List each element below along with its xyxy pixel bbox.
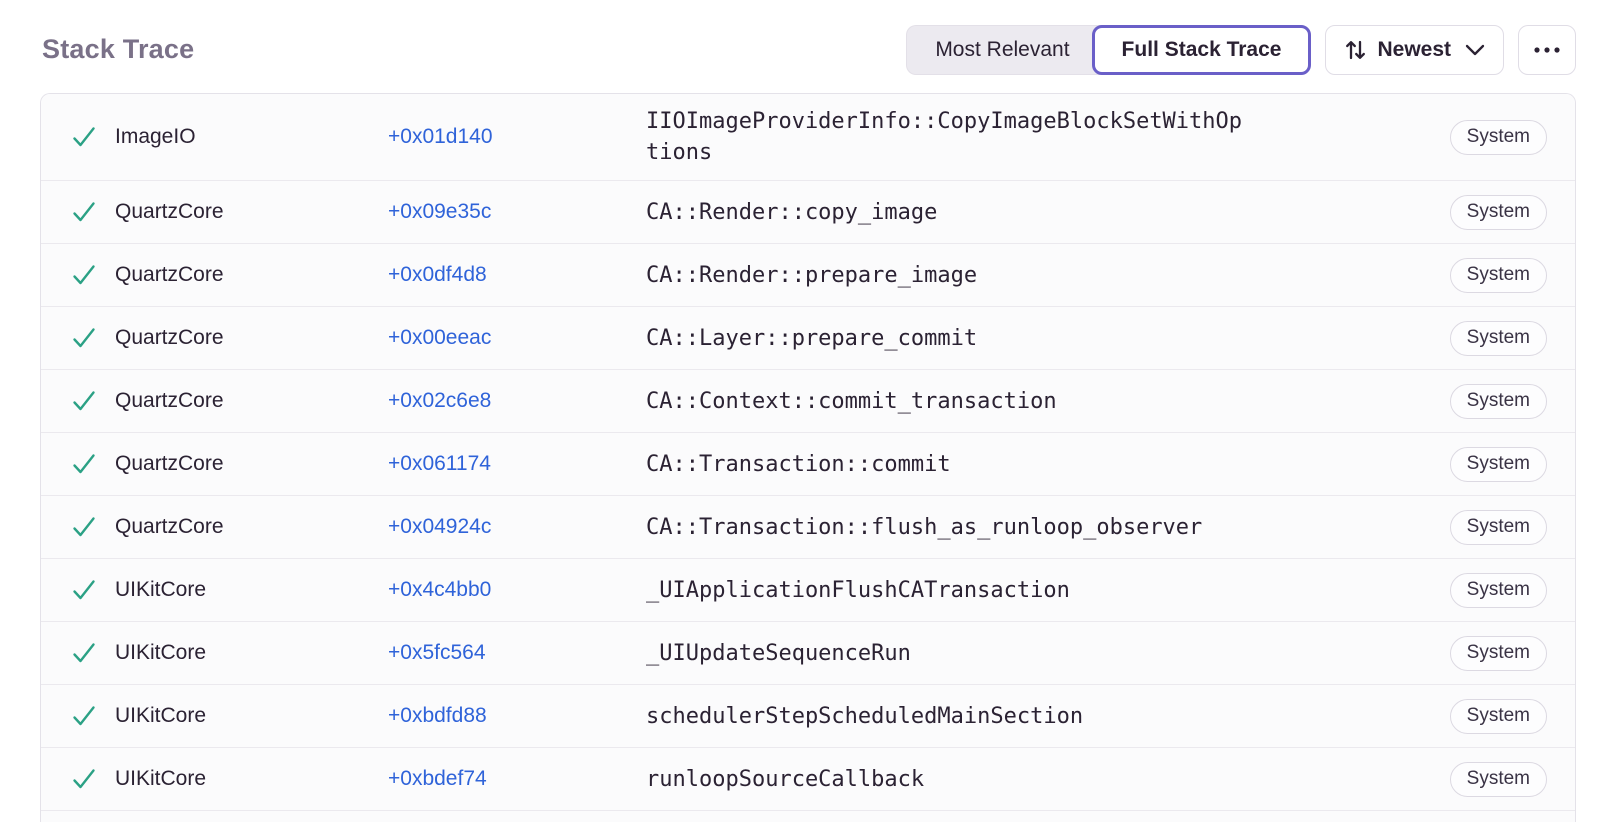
- frame-module: UIKitCore: [115, 767, 207, 790]
- most-relevant-label: Most Relevant: [935, 37, 1070, 61]
- check-icon: [71, 703, 97, 729]
- frame-module: UIKitCore: [115, 704, 207, 727]
- frame-function: IIOImageProviderInfo::CopyImageBlockSetW…: [646, 109, 1243, 165]
- system-badge: System: [1449, 698, 1547, 734]
- sort-label: Newest: [1377, 37, 1451, 61]
- frame-module: QuartzCore: [115, 452, 224, 475]
- stack-frame-row[interactable]: QuartzCore +0x0df4d8 CA::Render::prepare…: [41, 244, 1575, 307]
- check-icon: [71, 124, 97, 150]
- frame-function: CA::Transaction::commit: [646, 451, 951, 477]
- header-controls: Most Relevant Full Stack Trace Newest: [906, 24, 1576, 75]
- frame-module: QuartzCore: [115, 326, 224, 349]
- frame-function: CA::Render::copy_image: [646, 199, 938, 225]
- frame-module: ImageIO: [115, 125, 196, 148]
- frame-address-link[interactable]: +0xbdef74: [388, 767, 487, 790]
- frame-function: _UIApplicationFlushCATransaction: [646, 577, 1070, 603]
- frame-address-link[interactable]: +0x01d140: [388, 125, 493, 148]
- frame-function: schedulerStepScheduledMainSection: [646, 703, 1084, 729]
- check-icon: [71, 766, 97, 792]
- system-badge: System: [1449, 383, 1547, 419]
- stack-trace-list: ImageIO +0x01d140 IIOImageProviderInfo::…: [40, 93, 1576, 822]
- frame-module: UIKitCore: [115, 641, 207, 664]
- full-stack-trace-label: Full Stack Trace: [1121, 37, 1282, 61]
- stack-frame-row[interactable]: UIKitCore +0x5fc564 _UIUpdateSequenceRun…: [41, 622, 1575, 685]
- stack-frame-row[interactable]: QuartzCore +0x00eeac CA::Layer::prepare_…: [41, 307, 1575, 370]
- frame-address-link[interactable]: +0x5fc564: [388, 641, 486, 664]
- check-icon: [71, 388, 97, 414]
- check-icon: [71, 514, 97, 540]
- system-badge: System: [1449, 509, 1547, 545]
- check-icon: [71, 577, 97, 603]
- frame-address-link[interactable]: +0x4c4bb0: [388, 578, 492, 601]
- stack-frame-row[interactable]: UIKitCore +0xbdfd88 schedulerStepSchedul…: [41, 685, 1575, 748]
- frame-module: QuartzCore: [115, 389, 224, 412]
- check-icon: [71, 640, 97, 666]
- ellipsis-icon: [1533, 46, 1561, 54]
- check-icon: [71, 451, 97, 477]
- frame-function: CA::Context::commit_transaction: [646, 388, 1057, 414]
- frame-function: CA::Render::prepare_image: [646, 262, 978, 288]
- stack-frame-row[interactable]: QuartzCore +0x02c6e8 CA::Context::commit…: [41, 370, 1575, 433]
- frame-address-link[interactable]: +0x04924c: [388, 515, 492, 538]
- page-title: Stack Trace: [42, 34, 195, 64]
- system-badge: System: [1449, 761, 1547, 797]
- frame-function: runloopSourceCallback: [646, 766, 925, 792]
- frame-module: QuartzCore: [115, 515, 224, 538]
- stack-frame-row[interactable]: ImageIO +0x01d140 IIOImageProviderInfo::…: [41, 94, 1575, 181]
- frame-address-link[interactable]: +0x00eeac: [388, 326, 492, 349]
- stack-frame-row[interactable]: QuartzCore +0x04924c CA::Transaction::fl…: [41, 496, 1575, 559]
- system-badge: System: [1449, 194, 1547, 230]
- frame-module: QuartzCore: [115, 263, 224, 286]
- system-badge: System: [1449, 119, 1547, 155]
- sort-dropdown-button[interactable]: Newest: [1325, 24, 1504, 75]
- more-options-button[interactable]: [1518, 24, 1576, 75]
- check-icon: [71, 325, 97, 351]
- view-toggle: Most Relevant Full Stack Trace: [906, 24, 1312, 75]
- frame-address-link[interactable]: +0x02c6e8: [388, 389, 492, 412]
- stack-frame-row[interactable]: UIKitCore +0x4c4bb0 _UIApplicationFlushC…: [41, 559, 1575, 622]
- frame-function: CA::Layer::prepare_commit: [646, 325, 978, 351]
- frame-function: CA::Transaction::flush_as_runloop_observ…: [646, 514, 1203, 540]
- chevron-down-icon: [1465, 44, 1485, 56]
- system-badge: System: [1449, 635, 1547, 671]
- system-badge: System: [1449, 572, 1547, 608]
- stack-frame-row[interactable]: QuartzCore +0x061174 CA::Transaction::co…: [41, 433, 1575, 496]
- frame-address-link[interactable]: +0xbdfd88: [388, 704, 487, 727]
- frame-address-link[interactable]: +0x09e35c: [388, 200, 492, 223]
- stack-trace-header: Stack Trace Most Relevant Full Stack Tra…: [0, 0, 1614, 93]
- frame-address-link[interactable]: +0x061174: [388, 452, 491, 475]
- frame-function: _UIUpdateSequenceRun: [646, 640, 911, 666]
- system-badge: System: [1449, 446, 1547, 482]
- most-relevant-button[interactable]: Most Relevant: [906, 24, 1100, 75]
- stack-frame-row[interactable]: UIKitCore +0xbdef74 runloopSourceCallbac…: [41, 748, 1575, 811]
- check-icon: [71, 262, 97, 288]
- frame-address-link[interactable]: +0x0df4d8: [388, 263, 487, 286]
- sort-arrows-icon: [1344, 38, 1367, 62]
- system-badge: System: [1449, 320, 1547, 356]
- full-stack-trace-button[interactable]: Full Stack Trace: [1091, 24, 1312, 75]
- system-badge: System: [1449, 257, 1547, 293]
- frame-module: UIKitCore: [115, 578, 207, 601]
- check-icon: [71, 199, 97, 225]
- frame-module: QuartzCore: [115, 200, 224, 223]
- stack-frame-row[interactable]: QuartzCore +0x09e35c CA::Render::copy_im…: [41, 181, 1575, 244]
